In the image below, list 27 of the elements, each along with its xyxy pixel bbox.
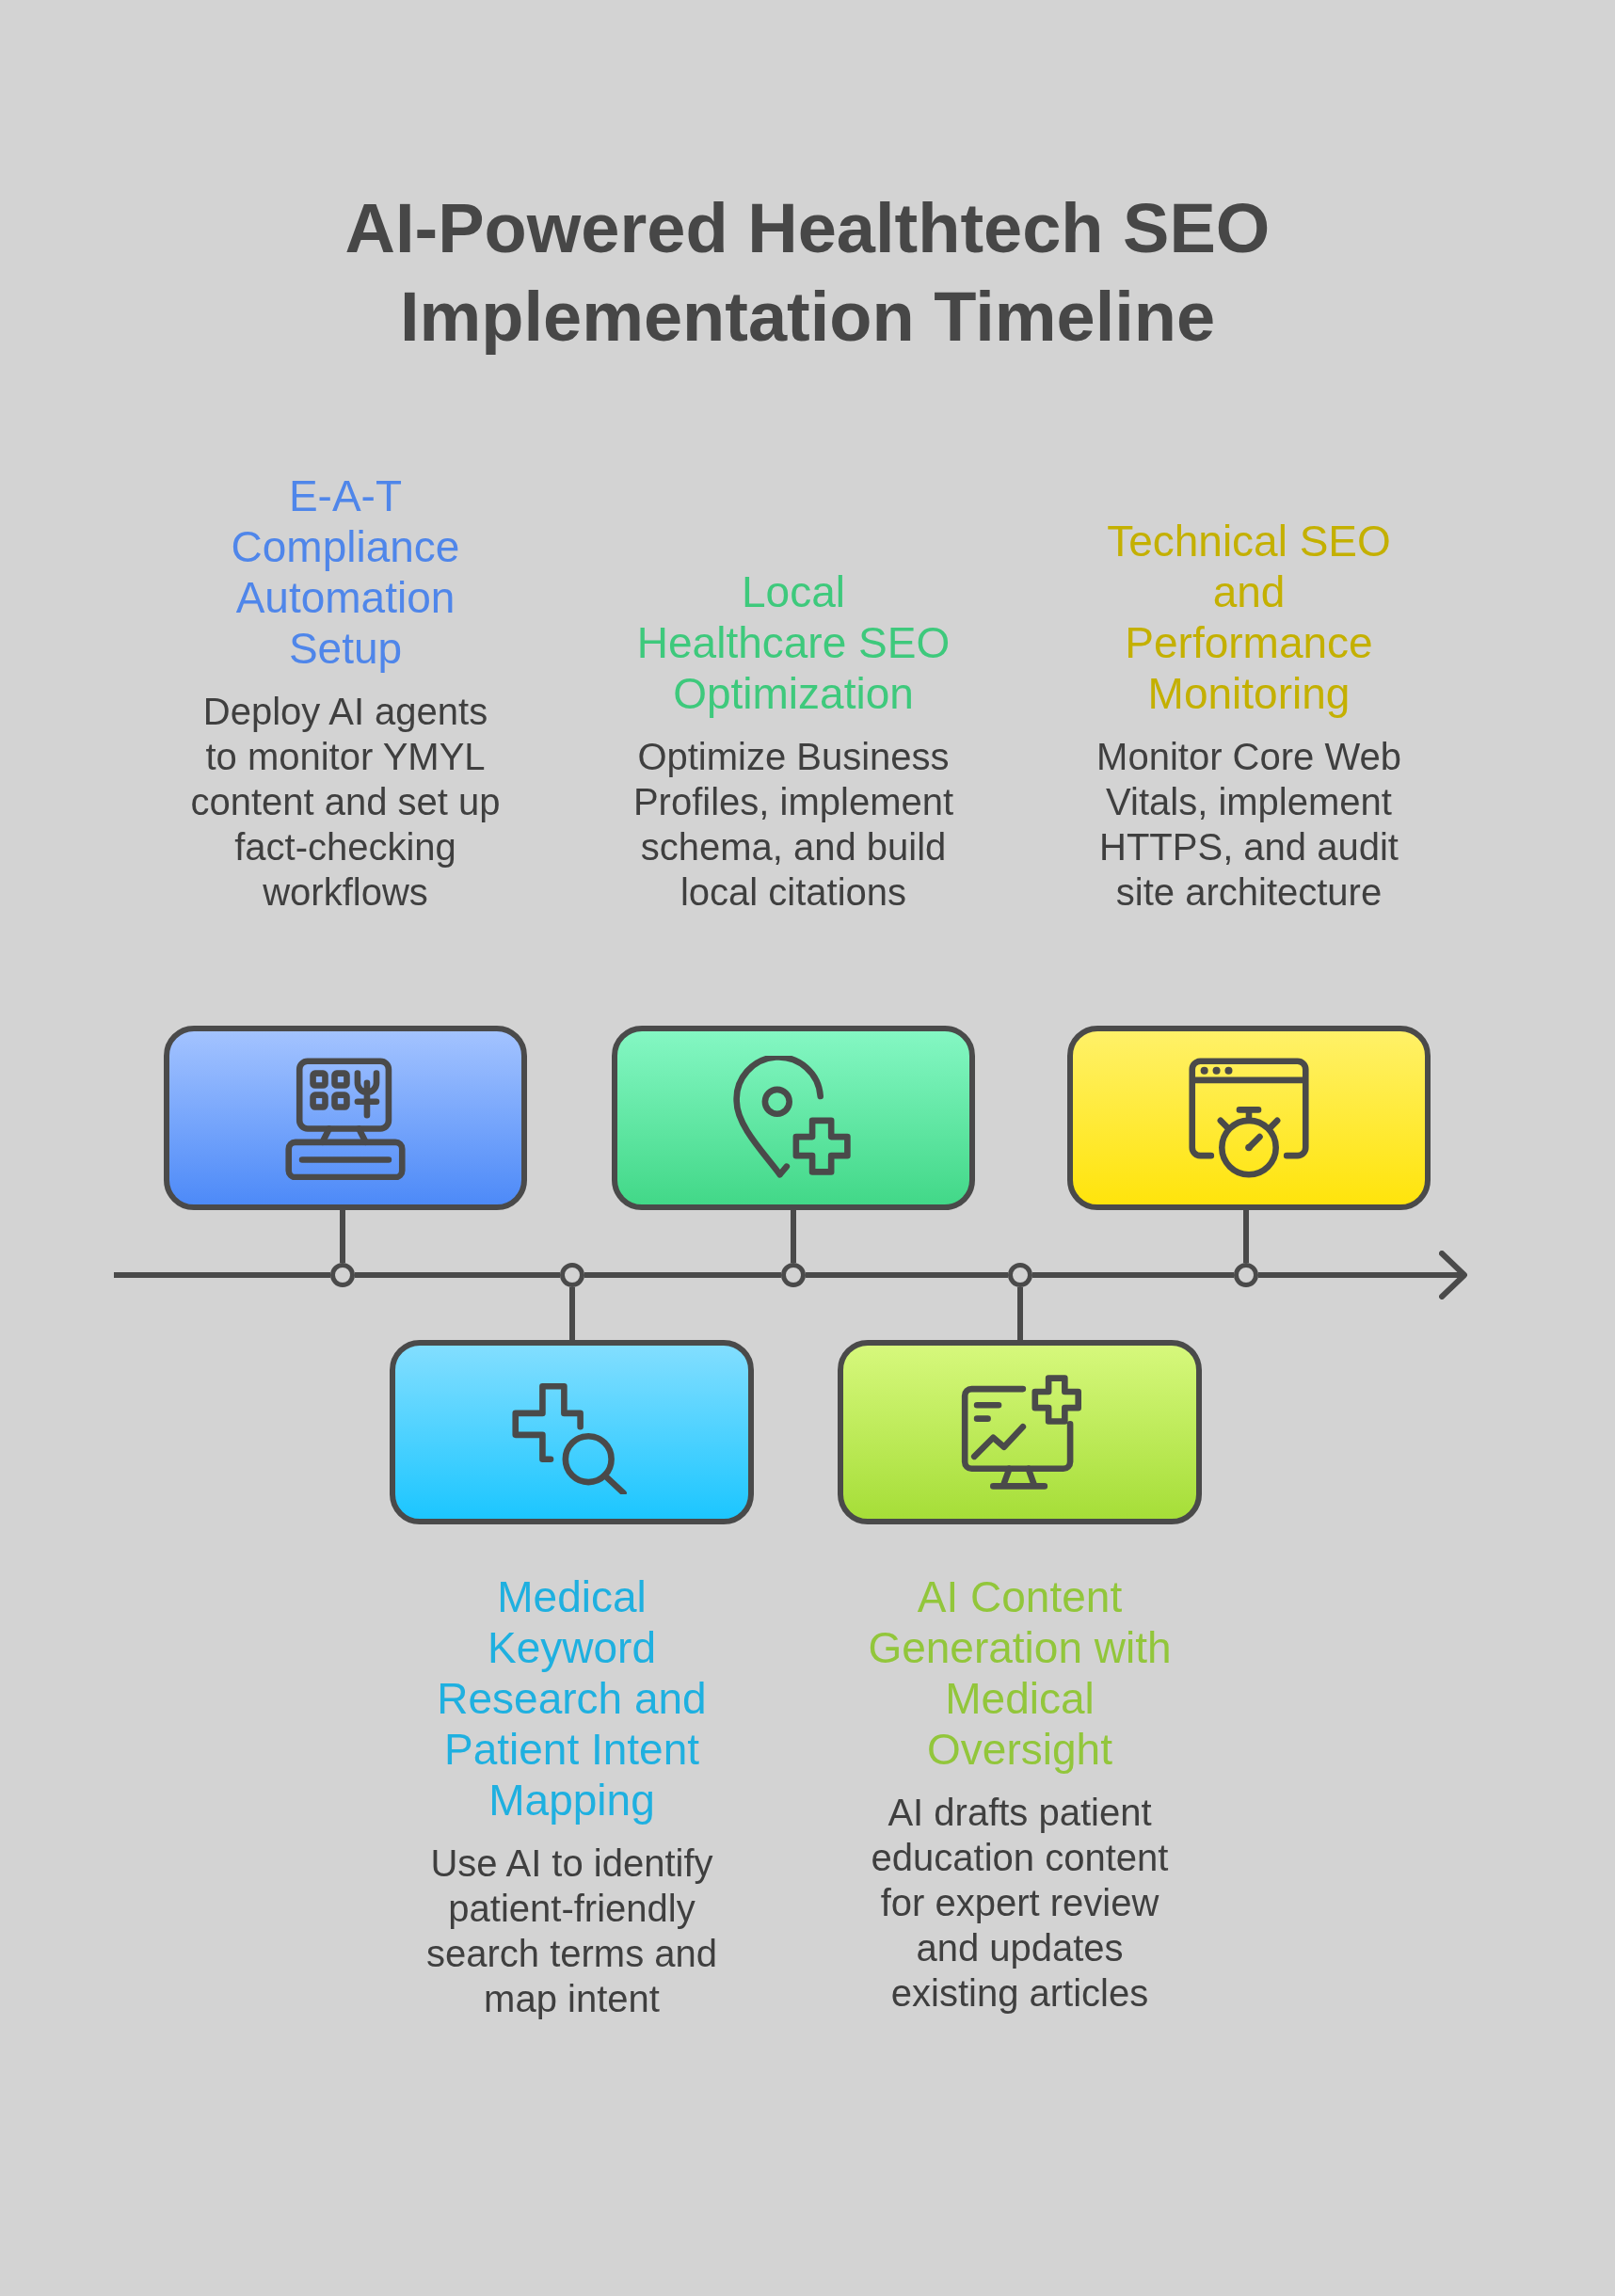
connector-line xyxy=(1017,1287,1023,1340)
step-title: E-A-T Compliance Automation Setup xyxy=(230,470,461,674)
timeline-line xyxy=(1032,1272,1234,1278)
timeline-dot xyxy=(1008,1263,1032,1287)
timeline-line xyxy=(584,1272,781,1278)
timeline-dot xyxy=(560,1263,584,1287)
timeline-line xyxy=(355,1272,560,1278)
step-title: Medical Keyword Research and Patient Intent Mapping xyxy=(436,1571,708,1826)
timeline-dot xyxy=(1234,1263,1258,1287)
title: AI-Powered Healthtech SEO Implementation Timeline xyxy=(344,188,1271,358)
connector-line xyxy=(340,1210,345,1263)
timeline-dot xyxy=(330,1263,355,1287)
timeline-line xyxy=(806,1272,1008,1278)
step-description: Optimize Business Profiles, implement schema, and build local citations xyxy=(632,735,955,915)
step-title: Technical SEO and Performance Monitoring xyxy=(1106,516,1392,719)
step-description: Monitor Core Web Vitals, implement HTTPS, and audit site architecture xyxy=(1095,735,1402,915)
timeline-arrow xyxy=(1258,1251,1467,1299)
timeline-dot xyxy=(781,1263,806,1287)
timeline-line xyxy=(114,1272,330,1278)
step-title: Local Healthcare SEO Optimization xyxy=(636,566,951,719)
step-description: Use AI to identify patient-friendly search terms and map intent xyxy=(425,1842,718,2021)
connector-line xyxy=(1243,1210,1249,1263)
step-description: Deploy AI agents to monitor YMYL content and set up fact-checking workflows xyxy=(189,690,502,915)
step-title: AI Content Generation with Medical Oversight xyxy=(867,1571,1173,1775)
connector-line xyxy=(791,1210,796,1263)
step-description: AI drafts patient education content for expert review and updates existing articles xyxy=(870,1791,1170,2016)
connector-line xyxy=(569,1287,575,1340)
